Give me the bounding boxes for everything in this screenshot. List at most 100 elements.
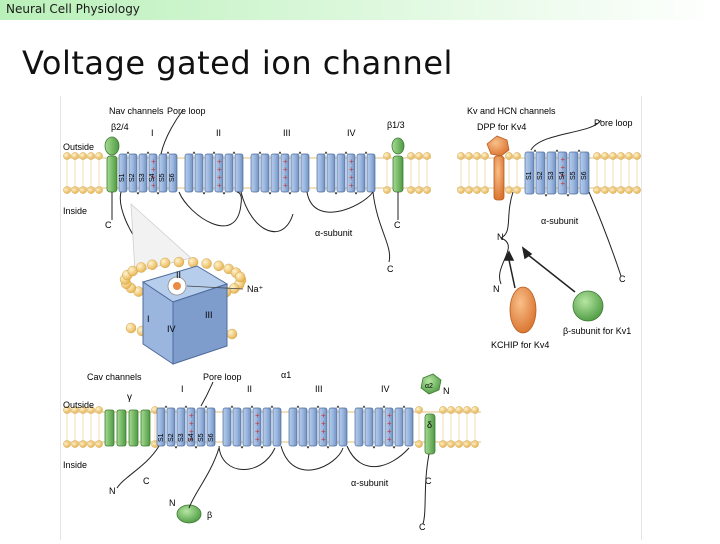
lipid-head [87,152,95,160]
transmembrane-helix [204,153,214,193]
lipid-head [63,152,71,160]
nav-c-right-label: C [394,220,401,230]
lipid-head [617,152,625,160]
nav-domain-II: II [216,128,221,138]
lipid-head [63,440,71,448]
lipid-head [79,152,87,160]
cav-outside-label: Outside [63,400,94,410]
charge-plus-mark: + [561,179,566,188]
charge-plus-mark: + [321,419,326,428]
charge-plus-mark: + [217,157,222,166]
transmembrane-helix [234,153,244,193]
kv-beta-subunit [572,290,604,322]
lipid-head [125,322,137,334]
charge-plus-mark: + [189,435,194,444]
lipid-head [505,152,513,160]
transmembrane-helix [346,153,356,193]
lipid-head [457,186,465,194]
lipid-head [505,186,513,194]
cav-c-right-label: C [425,476,432,486]
lipid-head [439,406,447,414]
transmembrane-helix [168,153,178,193]
lipid-head [71,152,79,160]
cav-segment-S6: S6 [208,433,215,442]
nav-domain-3: ++++ [250,151,310,195]
lipid-head [173,256,185,268]
kv-pore-loop-label: Pore loop [594,118,633,128]
charge-plus-mark: + [387,435,392,444]
nav-segment-S6: S6 [169,173,176,182]
transmembrane-helix [300,153,310,193]
lipid-head [463,406,471,414]
cav-gamma-subunit [104,409,151,447]
charge-plus-mark: + [189,411,194,420]
kv-domain: ++++ [524,149,590,197]
nav-segment-S4: S4 [149,173,156,182]
transmembrane-helix [338,407,348,447]
kv-helices: ++++ [524,149,590,197]
nav-domain-1: ++++ [118,151,178,195]
charge-plus-mark: + [189,427,194,436]
kv-alpha-label: α-subunit [541,216,579,226]
kv-heading: Kv and HCN channels [467,106,556,116]
transmembrane-helix [196,407,206,447]
cav-heading: Cav channels [87,372,142,382]
transmembrane-helix [384,407,394,447]
lipid-head [463,440,471,448]
transmembrane-helix [298,407,308,447]
charge-plus-mark: + [151,157,156,166]
nav-domain-2: ++++ [184,151,244,195]
charge-plus-mark: + [349,165,354,174]
transmembrane-helix [270,153,280,193]
lipid-head [213,260,224,272]
cav-domain-4: ++++ [354,405,414,449]
cav-domain-2: ++++ [222,405,282,449]
kv-n-label: N [497,232,504,242]
lipid-head [415,440,423,448]
transmembrane-helix [394,407,404,447]
cav-c-label: C [143,476,150,486]
nav-segment-S2: S2 [129,173,136,182]
charge-plus-mark: + [255,435,260,444]
charge-plus-mark: + [321,411,326,420]
cav-helices: ++++++++++++++++ [156,405,414,449]
transmembrane-helix [166,407,176,447]
lipid-head [513,186,521,194]
cav-segment-S3: S3 [178,433,185,442]
kv-segment-S6: S6 [581,171,588,180]
transmembrane-helix [535,151,546,195]
lipid-head [87,186,95,194]
lipid-head [609,152,617,160]
cav-domain-II: II [247,384,252,394]
lipid-head [95,152,103,160]
kv-c-label: C [619,274,626,284]
cav-segment-S5: S5 [198,433,205,442]
charge-plus-mark: + [283,157,288,166]
transmembrane-helix [186,407,196,447]
kv-n-lower-label: N [493,284,500,294]
lipid-head [415,406,423,414]
lipid-head [383,152,391,160]
lipid-head [201,258,212,269]
charge-plus-mark: + [283,173,288,182]
nav-lipid-bilayer [63,152,431,194]
charge-plus-mark: + [189,419,194,428]
kv-segment-S2: S2 [537,171,544,180]
cav-alpha1-label: α1 [281,370,291,380]
slide-title: Voltage gated ion channel [22,44,453,82]
lipid-head [481,186,489,194]
nav-heading: Nav channels [109,106,164,116]
cav-beta-subunit [176,504,202,524]
transmembrane-helix [232,407,242,447]
lipid-head [447,406,455,414]
transmembrane-helix [366,153,376,193]
kv-segment-S1: S1 [526,171,533,180]
lipid-head [593,186,601,194]
lipid-head [415,152,423,160]
lipid-head [455,440,463,448]
lipid-head [593,152,601,160]
lipid-head [625,186,633,194]
cav-domain-IV: IV [381,384,390,394]
ion-channel-figure: Nav channels β2/4 Pore loop I II III IV … [60,96,642,540]
kv-kchip-label: KCHIP for Kv4 [491,340,549,350]
